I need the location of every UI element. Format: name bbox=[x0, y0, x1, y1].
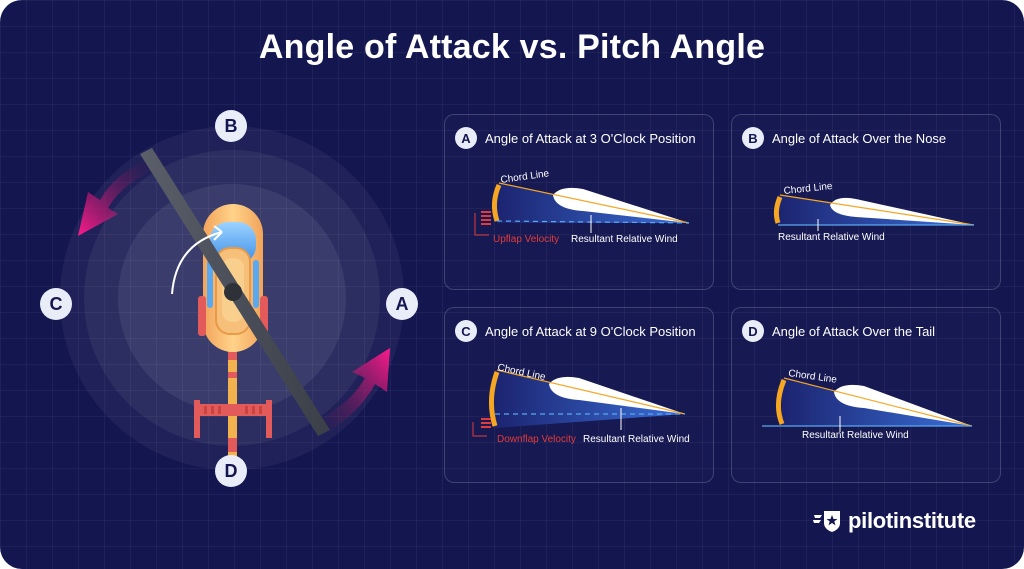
page-title: Angle of Attack vs. Pitch Angle bbox=[258, 28, 766, 66]
panel-b-title: Angle of Attack Over the Nose bbox=[772, 130, 947, 146]
rotation-direction-icon bbox=[171, 231, 223, 295]
horizontal-stabilizer bbox=[198, 404, 268, 416]
panel-a: A Angle of Attack at 3 O'Clock Position bbox=[444, 114, 714, 290]
panel-c-wind-label: Resultant Relative Wind bbox=[583, 434, 690, 445]
panel-c-title: Angle of Attack at 9 O'Clock Position bbox=[485, 323, 696, 339]
panel-a-badge: A bbox=[455, 127, 477, 149]
panel-a-title: Angle of Attack at 3 O'Clock Position bbox=[485, 130, 696, 146]
rotation-arrow-a-icon bbox=[318, 348, 390, 432]
panel-a-airfoil-diagram: Chord Line Upflap Velocity Resultant Rel… bbox=[474, 168, 690, 245]
panel-a-wind-label: Resultant Relative Wind bbox=[571, 234, 678, 245]
panel-c: C Angle of Attack at 9 O'Clock Position bbox=[444, 307, 714, 483]
panel-c-flap-label: Downflap Velocity bbox=[497, 434, 576, 445]
airfoil-b bbox=[830, 197, 974, 225]
tail-boom bbox=[228, 330, 237, 460]
airfoil-a bbox=[553, 187, 689, 223]
panel-b: B Angle of Attack Over the Nose Chord Li… bbox=[731, 114, 1001, 290]
panel-b-wind-label: Resultant Relative Wind bbox=[778, 232, 885, 243]
panel-d-header: D Angle of Attack Over the Tail bbox=[742, 320, 935, 342]
position-d-badge: D bbox=[215, 455, 247, 487]
panel-c-airfoil-diagram: Chord Line Downflap Velocity Resultant R… bbox=[472, 362, 690, 445]
panel-a-chord-label: Chord Line bbox=[500, 168, 550, 186]
panel-d: D Angle of Attack Over the Tail Chord Li… bbox=[731, 307, 1001, 483]
panel-b-header: B Angle of Attack Over the Nose bbox=[742, 127, 946, 149]
panel-a-flap-label: Upflap Velocity bbox=[493, 234, 559, 245]
panel-a-header: A Angle of Attack at 3 O'Clock Position bbox=[455, 127, 696, 149]
pilot-institute-logo: pilotinstitute bbox=[812, 508, 976, 534]
panel-d-airfoil-diagram: Chord Line Resultant Relative Wind bbox=[762, 368, 973, 441]
panel-b-airfoil-diagram: Chord Line Resultant Relative Wind bbox=[773, 181, 975, 243]
helicopter-diagram bbox=[60, 126, 404, 470]
panel-b-chord-label: Chord Line bbox=[783, 181, 833, 197]
panel-d-wind-label: Resultant Relative Wind bbox=[802, 430, 909, 441]
panel-d-badge: D bbox=[742, 320, 764, 342]
rotation-arrow-c-icon bbox=[78, 160, 154, 236]
position-b-badge: B bbox=[215, 110, 247, 142]
panel-c-header: C Angle of Attack at 9 O'Clock Position bbox=[455, 320, 696, 342]
star-wing-icon bbox=[813, 511, 840, 532]
airfoil-d bbox=[834, 384, 972, 426]
panel-d-title: Angle of Attack Over the Tail bbox=[772, 323, 936, 339]
rotor-hub bbox=[224, 283, 242, 301]
airfoil-c bbox=[549, 376, 685, 414]
position-c-badge: C bbox=[40, 288, 72, 320]
logo-text: pilotinstitute bbox=[848, 508, 976, 533]
panel-b-badge: B bbox=[742, 127, 764, 149]
position-a-badge: A bbox=[386, 288, 418, 320]
panel-c-badge: C bbox=[455, 320, 477, 342]
